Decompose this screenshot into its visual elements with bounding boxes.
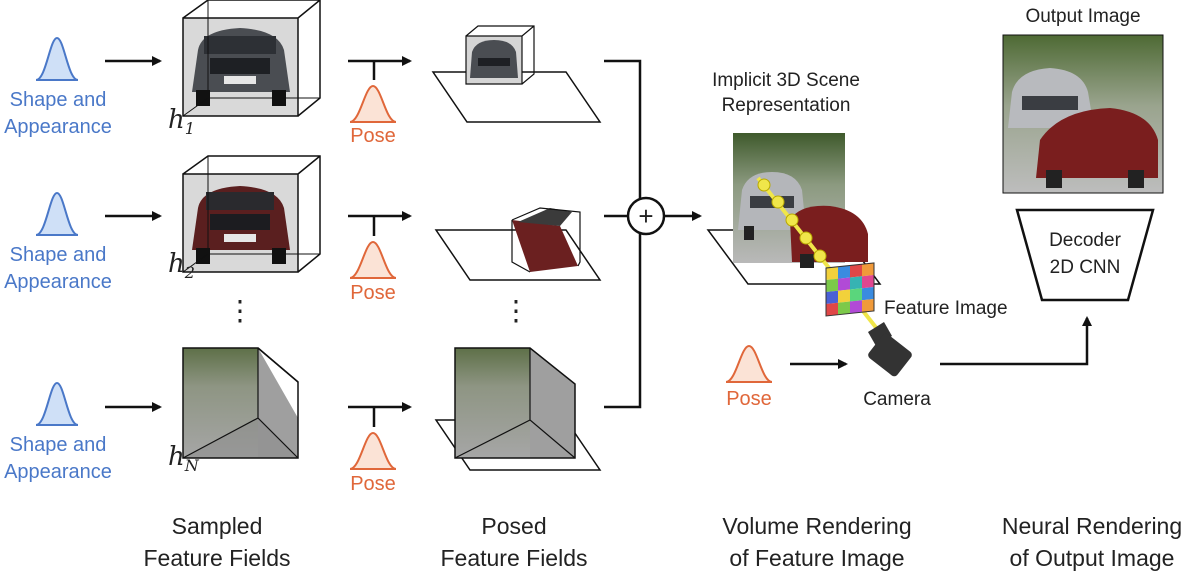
shape-label-line1: Shape and — [10, 244, 107, 266]
gaussian-curve-icon — [35, 36, 79, 81]
shape-label-line1: Shape and — [10, 434, 107, 456]
gaussian-curve-icon — [35, 191, 79, 236]
stage-caption-neural-line2: of Output Image — [1010, 545, 1175, 571]
posed-field-1 — [431, 25, 602, 123]
gaussian-curve-icon — [349, 84, 397, 123]
composition-operator: + — [626, 196, 666, 236]
pose-input-2: Pose — [348, 211, 412, 304]
pose-label: Pose — [350, 473, 396, 495]
field-label-hn: hN — [168, 442, 200, 475]
feature-field-cube-2 — [182, 155, 321, 273]
vertical-dots-posed: ⋮ — [502, 295, 530, 326]
field-label-h1: h1 — [168, 105, 195, 138]
posed-field-2 — [434, 207, 602, 281]
stage-caption-volume-line1: Volume Rendering — [722, 513, 911, 539]
output-image — [1002, 34, 1164, 194]
stage-caption-posed-line1: Posed — [481, 513, 546, 539]
decoder-label-line2: 2D CNN — [1050, 257, 1121, 278]
camera-label: Camera — [863, 389, 931, 410]
shape-label-line2: Appearance — [4, 461, 112, 483]
pose-label: Pose — [350, 282, 396, 304]
stage-caption-sampled-line1: Sampled — [172, 513, 263, 539]
stage-caption-volume-line2: of Feature Image — [729, 545, 904, 571]
car-image-red-small — [512, 220, 578, 272]
gaussian-curve-icon — [35, 381, 79, 426]
feature-field-cube-n — [182, 347, 299, 459]
composition-bracket — [604, 59, 642, 409]
shape-appearance-input-n: Shape and Appearance — [4, 381, 112, 483]
vertical-dots-sampled: ⋮ — [226, 295, 254, 326]
shape-label-line2: Appearance — [4, 116, 112, 138]
posed-field-n — [434, 347, 602, 471]
pose-input-n: Pose — [348, 402, 412, 495]
scene-pose-label: Pose — [726, 388, 772, 410]
decoder-block: Decoder 2D CNN — [1015, 208, 1155, 302]
stage-caption-posed-line2: Feature Fields — [440, 545, 587, 571]
gaussian-curve-icon — [349, 240, 397, 279]
output-image-title: Output Image — [1025, 6, 1140, 27]
combine-plus-icon: + — [638, 201, 653, 231]
gaussian-curve-icon — [349, 431, 397, 470]
camera-icon — [868, 322, 912, 377]
feature-field-cube-1 — [182, 0, 321, 117]
arrow-camera-to-decoder — [940, 316, 1092, 366]
gaussian-curve-icon — [725, 344, 773, 383]
scene-title-line2: Representation — [722, 95, 851, 116]
pose-label: Pose — [350, 125, 396, 147]
field-label-h2: h2 — [168, 249, 195, 282]
shape-appearance-input-2: Shape and Appearance — [4, 191, 112, 293]
scene-pose-input: Pose — [725, 344, 773, 410]
shape-label-line1: Shape and — [10, 89, 107, 111]
scene-title-line1: Implicit 3D Scene — [712, 70, 860, 91]
stage-caption-sampled-line2: Feature Fields — [143, 545, 290, 571]
decoder-label-line1: Decoder — [1049, 230, 1121, 251]
implicit-3d-scene — [706, 133, 882, 285]
pose-input-1: Pose — [348, 56, 412, 147]
shape-label-line2: Appearance — [4, 271, 112, 293]
shape-appearance-input-1: Shape and Appearance — [4, 36, 112, 138]
feature-image-label: Feature Image — [884, 298, 1008, 319]
feature-image-grid — [825, 262, 875, 317]
stage-caption-neural-line1: Neural Rendering — [1002, 513, 1182, 539]
